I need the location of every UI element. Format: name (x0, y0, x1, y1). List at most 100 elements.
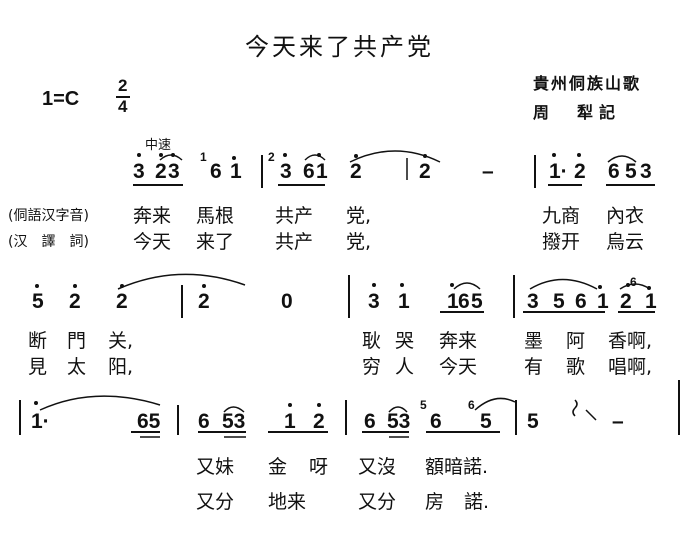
note: 6 (608, 160, 620, 183)
dash: – (482, 160, 494, 183)
lyric: 呀 (309, 456, 329, 478)
octave-dot (423, 154, 427, 158)
octave-dot (354, 154, 358, 158)
note: 6 (364, 410, 376, 433)
octave-dot (283, 153, 287, 157)
slur (607, 155, 637, 163)
octave-dot (120, 284, 124, 288)
note: 6 (458, 290, 470, 313)
octave-dot (202, 284, 206, 288)
lyric: 奔来 (133, 205, 172, 227)
note: 6 (303, 160, 315, 183)
lyric: 金 (268, 456, 288, 478)
lyric: 今天 (439, 356, 478, 378)
note: 2 (116, 290, 128, 313)
note: 1 (316, 160, 328, 183)
lyric: 諾. (464, 491, 490, 513)
slur (304, 154, 326, 161)
lyric: 党, (346, 205, 372, 227)
note: 3 (368, 290, 380, 313)
lyric: 唱啊, (608, 356, 653, 378)
slur (349, 150, 441, 163)
lyric: 歌 (566, 356, 586, 378)
note: 6 (198, 410, 210, 433)
line-label: (汉 譯 詞) (8, 234, 89, 250)
lyric: 奔来 (439, 330, 478, 352)
time-signature-bottom: 4 (118, 97, 128, 116)
slur (117, 273, 246, 290)
note: 65 (137, 410, 161, 433)
key-signature: 1=C (42, 88, 80, 110)
note: 1 (597, 290, 609, 313)
recorder-credit: 周 犁記 (533, 103, 622, 122)
note: 5 (527, 410, 539, 433)
octave-dot (400, 283, 404, 287)
octave-dot (137, 153, 141, 157)
note: 3 (640, 160, 652, 183)
note: 1 (284, 410, 296, 433)
line-label: (侗語汉字音) (8, 208, 89, 224)
octave-dot (35, 284, 39, 288)
lyric: 今天 (133, 231, 172, 253)
grace-note: 6 (468, 398, 475, 412)
octave-dot (288, 403, 292, 407)
dash: – (612, 410, 624, 433)
note: 1· (549, 160, 568, 183)
note: 2 (419, 160, 431, 183)
slur (388, 406, 408, 413)
grace-note: 2 (268, 150, 275, 164)
lyric: 又分 (196, 491, 235, 513)
lyric: 地来 (268, 491, 307, 513)
octave-dot (647, 286, 651, 290)
tempo-marking: 中速 (145, 138, 172, 153)
note: 53 (222, 410, 246, 433)
lyric: 有 (524, 356, 544, 378)
note: 53 (387, 410, 411, 433)
lyric: 共产 (275, 231, 314, 253)
octave-dot (171, 153, 175, 157)
lyric: 太 (67, 356, 87, 378)
octave-dot (317, 403, 321, 407)
octave-dot (159, 153, 163, 157)
note: 5 (553, 290, 565, 313)
time-signature-bar (116, 96, 130, 98)
lyric: 阳, (108, 356, 134, 378)
lyric: 房 (425, 491, 445, 513)
lyric: 馬根 (196, 205, 235, 227)
note: 3 (168, 160, 180, 183)
ornament (572, 399, 597, 421)
note: 3 (527, 290, 539, 313)
slur (453, 282, 481, 290)
slur (474, 397, 516, 411)
note: 2 (313, 410, 325, 433)
octave-dot (598, 285, 602, 289)
note: 2 (620, 290, 632, 313)
note: 2 (69, 290, 81, 313)
grace-note: 5 (420, 398, 427, 412)
note: 1· (31, 410, 50, 433)
note: 1 (230, 160, 242, 183)
note: 0 (281, 290, 293, 313)
octave-dot (317, 153, 321, 157)
lyric: 香啊, (608, 330, 653, 352)
lyric: 共产 (275, 205, 314, 227)
lyric: 撥开 (542, 231, 581, 253)
note: 3 (280, 160, 292, 183)
note: 2 (574, 160, 586, 183)
note: 2 (350, 160, 362, 183)
octave-dot (34, 401, 38, 405)
lyric: 断 (28, 330, 48, 352)
lyric: 来了 (196, 231, 235, 253)
note: 5 (480, 410, 492, 433)
note: 2 (155, 160, 167, 183)
note: 1 (447, 290, 459, 313)
lyric: 哭 (395, 330, 415, 352)
lyric: 阿 (566, 330, 586, 352)
note: 5 (625, 160, 637, 183)
lyric: 党, (346, 231, 372, 253)
lyric: 額暗諾. (425, 456, 489, 478)
note: 6 (210, 160, 222, 183)
song-title: 今天来了共产党 (245, 33, 434, 61)
lyric: 又妹 (196, 456, 235, 478)
